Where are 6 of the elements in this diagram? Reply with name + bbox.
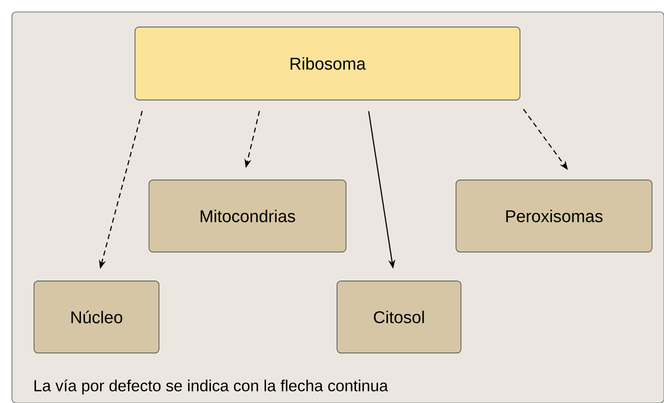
ribosome-box: Ribosoma	[134, 26, 520, 100]
organelle-box: Mitocondrias	[148, 180, 346, 252]
organelle-box: Citosol	[336, 280, 462, 354]
note-text: La vía por defecto se indica con la flecha continua	[34, 379, 388, 395]
organelle-box: Núcleo	[34, 280, 160, 354]
organelle-box: Peroxisomas	[456, 180, 652, 252]
